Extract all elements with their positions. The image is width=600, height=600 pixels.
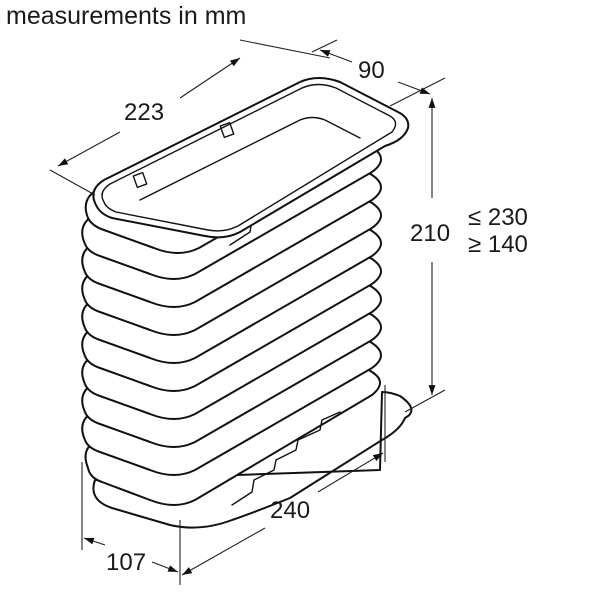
dim-depth-top: 90 bbox=[358, 57, 385, 84]
dim-length-bottom: 240 bbox=[270, 497, 310, 524]
dim-height-min: ≥ 140 bbox=[468, 231, 528, 258]
dimension-lines bbox=[49, 39, 446, 585]
dim-length-top: 223 bbox=[124, 99, 164, 126]
vent-slot bbox=[219, 121, 235, 139]
dim-height-max: ≤ 230 bbox=[468, 204, 528, 231]
top-collar bbox=[92, 77, 410, 239]
dim-depth-bottom: 107 bbox=[106, 549, 146, 576]
dim-height: 210 bbox=[410, 220, 450, 247]
drawing-title: measurements in mm bbox=[6, 2, 247, 30]
vent-slot bbox=[132, 171, 148, 189]
